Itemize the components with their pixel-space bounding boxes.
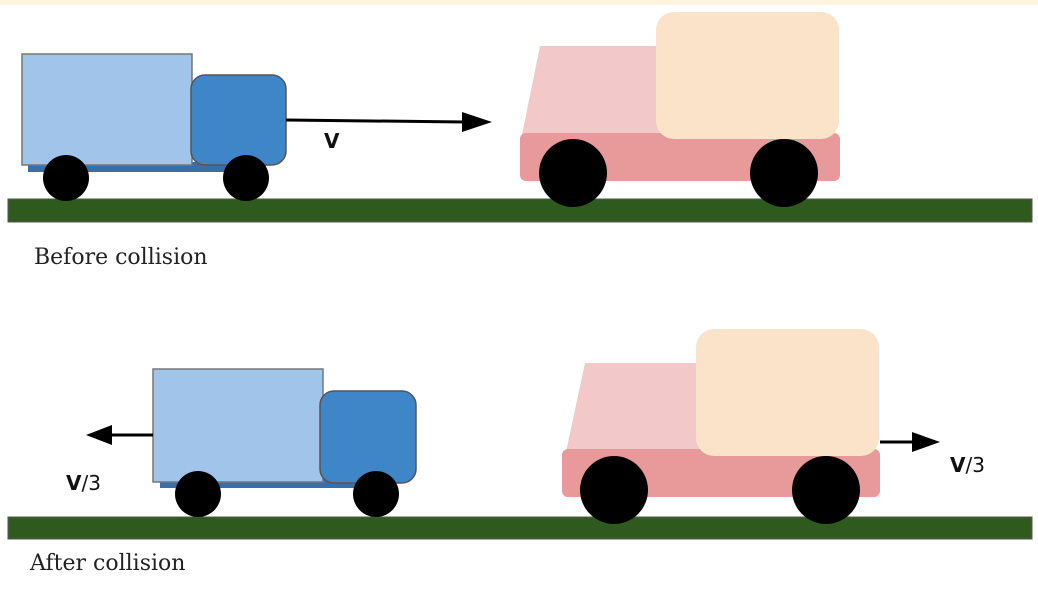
truck-front-wheel bbox=[223, 155, 269, 201]
after-scene: V/3 V/3 bbox=[7, 329, 1033, 540]
caption-before-collision: Before collision bbox=[34, 245, 208, 270]
box-truck-after bbox=[152, 368, 417, 517]
truck-velocity-label-before: V bbox=[324, 129, 340, 153]
pickup-rear-wheel bbox=[539, 139, 607, 207]
truck-front-wheel bbox=[353, 471, 399, 517]
before-scene: V bbox=[7, 12, 1033, 223]
pickup-rear-wheel bbox=[580, 456, 648, 524]
pickup-bed bbox=[566, 363, 700, 452]
ground-after bbox=[7, 516, 1033, 540]
truck-cargo-box bbox=[152, 368, 324, 483]
pickup-cargo bbox=[696, 329, 879, 456]
truck-rear-wheel bbox=[175, 471, 221, 517]
truck-chassis bbox=[160, 478, 396, 488]
pickup-cargo bbox=[656, 12, 839, 139]
truck-velocity-label-after: V/3 bbox=[66, 471, 101, 495]
truck-cargo-box bbox=[21, 53, 193, 166]
top-band bbox=[0, 0, 1038, 5]
pickup-bed bbox=[522, 46, 660, 135]
pickup-velocity-label-after: V/3 bbox=[950, 453, 985, 477]
truck-velocity-arrow-after bbox=[86, 425, 153, 445]
pickup-truck-before bbox=[520, 12, 840, 207]
truck-velocity-arrow-before bbox=[285, 112, 492, 132]
truck-chassis bbox=[28, 162, 266, 172]
truck-rear-wheel bbox=[43, 155, 89, 201]
truck-cab bbox=[190, 74, 287, 166]
truck-cab bbox=[319, 390, 417, 484]
caption-after-collision: After collision bbox=[30, 551, 186, 576]
pickup-velocity-arrow-after bbox=[880, 432, 940, 452]
ground-before bbox=[7, 198, 1033, 223]
pickup-truck-after bbox=[562, 329, 880, 524]
box-truck-before bbox=[21, 53, 287, 201]
pickup-front-wheel bbox=[792, 456, 860, 524]
pickup-front-wheel bbox=[750, 139, 818, 207]
